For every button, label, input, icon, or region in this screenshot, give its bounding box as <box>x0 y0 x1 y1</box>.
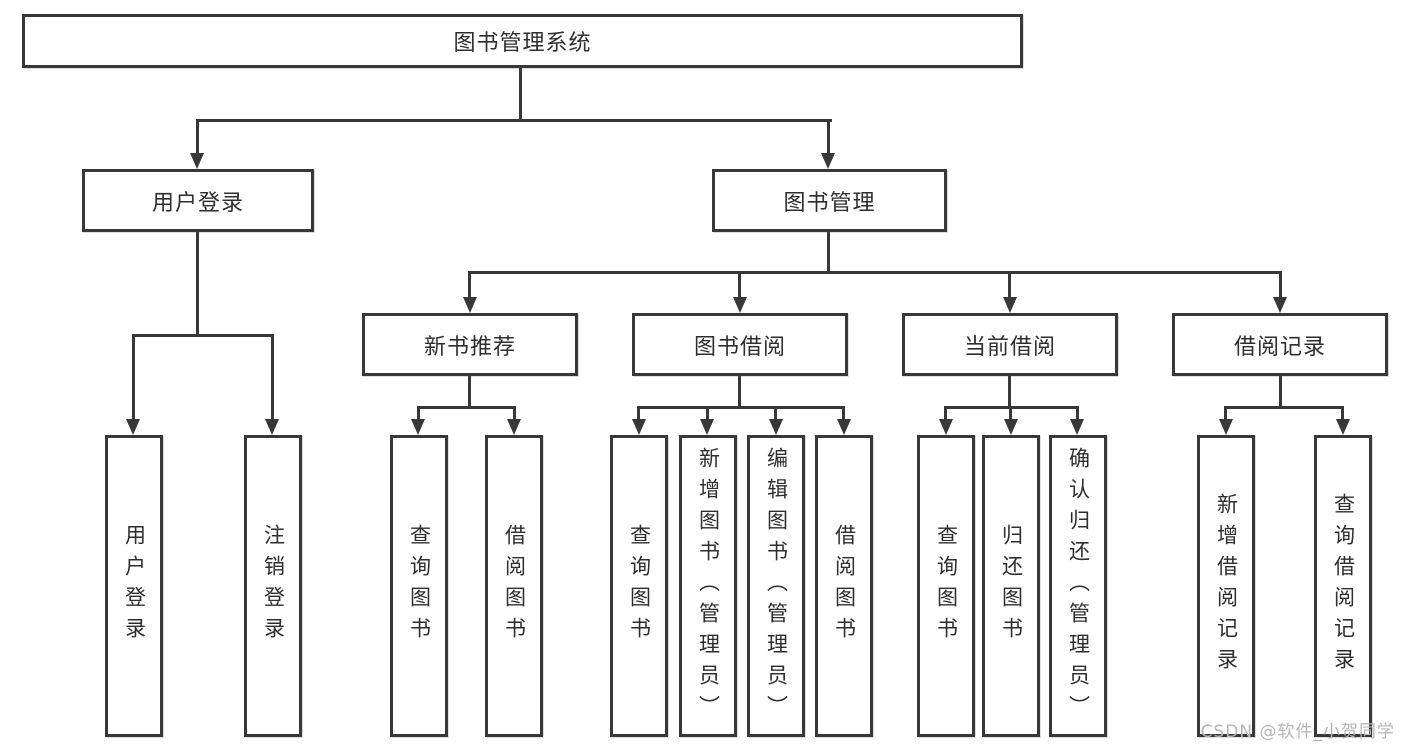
leaf-query-borrow-record: 查询借阅记录 <box>1314 435 1372 737</box>
node-book-management: 图书管理 <box>712 169 947 232</box>
connector-line <box>519 68 522 121</box>
connector-line <box>1341 406 1344 421</box>
connector-line <box>196 119 832 122</box>
leaf-return-book: 归还图书 <box>982 435 1040 737</box>
connector-line <box>827 119 830 155</box>
arrowhead-icon <box>837 419 851 435</box>
node-label: 查询借阅记录 <box>1331 493 1356 679</box>
node-label: 借阅图书 <box>502 524 527 648</box>
connector-line <box>1224 406 1344 409</box>
leaf-logout: 注销登录 <box>244 435 302 737</box>
leaf-add-borrow-record: 新增借阅记录 <box>1197 435 1255 737</box>
node-label: 新增借阅记录 <box>1214 493 1239 679</box>
arrowhead-icon <box>126 419 140 435</box>
node-borrow-record: 借阅记录 <box>1172 313 1388 376</box>
connector-line <box>706 406 709 421</box>
connector-line <box>774 406 777 421</box>
node-label: 新增图书（管理员） <box>696 446 721 726</box>
node-label: 图书管理系统 <box>453 31 592 56</box>
node-current-borrow: 当前借阅 <box>902 313 1118 376</box>
leaf-confirm-return-admin: 确认归还（管理员） <box>1049 435 1107 737</box>
connector-line <box>637 406 845 409</box>
arrowhead-icon <box>632 419 646 435</box>
connector-line <box>1279 376 1282 409</box>
watermark: CSDN @软件_小贺同学 <box>1200 722 1395 742</box>
arrowhead-icon <box>1219 419 1233 435</box>
connector-line <box>1224 406 1227 421</box>
connector-line <box>468 271 471 299</box>
arrowhead-icon <box>700 419 714 435</box>
arrowhead-icon <box>507 419 521 435</box>
connector-line <box>417 406 420 421</box>
arrowhead-icon <box>190 153 204 169</box>
arrowhead-icon <box>1004 419 1018 435</box>
connector-line <box>468 376 471 409</box>
node-book-borrow: 图书借阅 <box>632 313 848 376</box>
arrowhead-icon <box>1070 419 1084 435</box>
node-label: 图书借阅 <box>693 334 786 360</box>
connector-line <box>944 406 947 421</box>
connector-line <box>468 271 1282 274</box>
connector-line <box>132 334 135 421</box>
connector-line <box>417 406 516 409</box>
node-label: 查询图书 <box>407 524 432 648</box>
arrowhead-icon <box>463 297 477 313</box>
leaf-borrow-book-2: 借阅图书 <box>815 435 873 737</box>
leaf-borrow-book-1: 借阅图书 <box>485 435 543 737</box>
arrowhead-icon <box>1003 297 1017 313</box>
arrowhead-icon <box>939 419 953 435</box>
node-label: 借阅记录 <box>1233 334 1326 360</box>
node-label: 编辑图书（管理员） <box>764 446 789 726</box>
arrowhead-icon <box>1336 419 1350 435</box>
leaf-edit-book-admin: 编辑图书（管理员） <box>747 435 805 737</box>
connector-line <box>738 376 741 409</box>
node-label: 当前借阅 <box>963 334 1056 360</box>
node-user-login: 用户登录 <box>82 169 314 232</box>
connector-line <box>132 334 274 337</box>
node-label: 确认归还（管理员） <box>1066 446 1091 726</box>
connector-line <box>1009 406 1012 421</box>
leaf-query-book-3: 查询图书 <box>917 435 975 737</box>
node-label: 查询图书 <box>627 524 652 648</box>
connector-line <box>1076 406 1079 421</box>
arrowhead-icon <box>411 419 425 435</box>
connector-line <box>738 271 741 299</box>
node-new-book-recommend: 新书推荐 <box>362 313 578 376</box>
leaf-add-book-admin: 新增图书（管理员） <box>679 435 737 737</box>
connector-line <box>827 232 830 274</box>
connector-line <box>1008 271 1011 299</box>
connector-line <box>513 406 516 421</box>
node-label: 借阅图书 <box>832 524 857 648</box>
arrowhead-icon <box>769 419 783 435</box>
leaf-user-login: 用户登录 <box>105 435 163 737</box>
connector-line <box>637 406 640 421</box>
arrowhead-icon <box>1273 297 1287 313</box>
node-label: 注销登录 <box>261 524 286 648</box>
node-label: 图书管理 <box>783 190 876 216</box>
leaf-query-book-1: 查询图书 <box>390 435 448 737</box>
arrowhead-icon <box>265 419 279 435</box>
connector-line <box>196 232 199 337</box>
connector-line <box>1279 271 1282 299</box>
arrowhead-icon <box>733 297 747 313</box>
node-label: 用户登录 <box>122 524 147 648</box>
node-library-system: 图书管理系统 <box>22 14 1023 68</box>
connector-line <box>271 334 274 421</box>
arrowhead-icon <box>821 153 835 169</box>
connector-line <box>196 119 199 155</box>
node-label: 归还图书 <box>999 524 1024 648</box>
node-label: 查询图书 <box>934 524 959 648</box>
node-label: 用户登录 <box>151 190 244 216</box>
node-label: 新书推荐 <box>423 334 516 360</box>
leaf-query-book-2: 查询图书 <box>610 435 668 737</box>
connector-line <box>1008 376 1011 409</box>
connector-line <box>842 406 845 421</box>
